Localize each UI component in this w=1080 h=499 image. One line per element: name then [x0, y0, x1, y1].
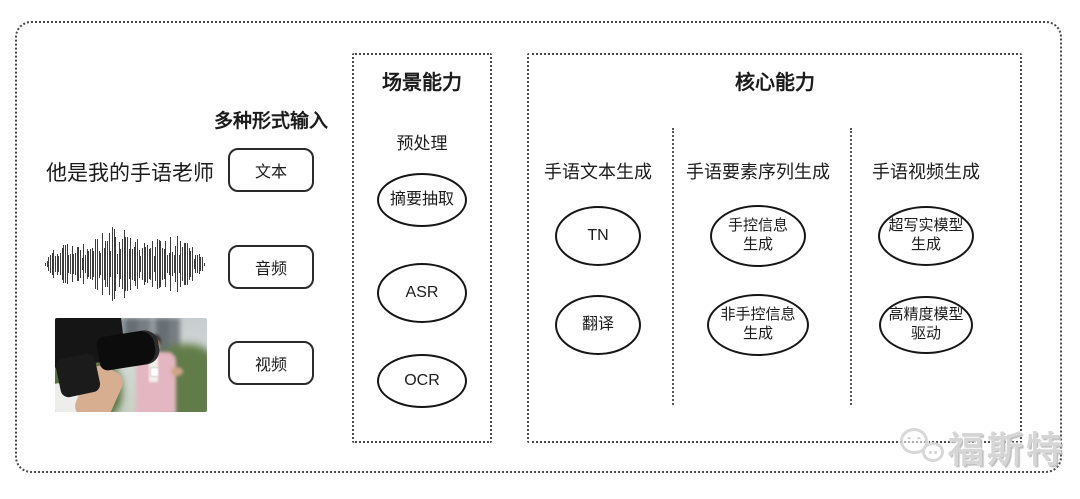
thumb-microphone	[150, 366, 159, 377]
column-divider-1	[672, 128, 674, 405]
node-hyperrealistic-model-generation: 超写实模型 生成	[878, 206, 974, 266]
video-thumbnail	[55, 318, 207, 412]
node-summary-extraction: 摘要抽取	[377, 173, 467, 227]
input-type-box-video: 视频	[228, 341, 314, 385]
node-tn: TN	[555, 206, 641, 266]
thumb-camera-grip	[55, 351, 102, 399]
watermark-logo-icon	[898, 424, 948, 470]
input-type-box-text: 文本	[228, 148, 314, 192]
node-asr: ASR	[377, 263, 467, 323]
column-heading-text-generation: 手语文本生成	[544, 162, 652, 182]
node-manual-info-generation: 手控信息 生成	[710, 205, 806, 267]
node-high-precision-model-driving: 高精度模型 驱动	[879, 296, 973, 354]
audio-waveform-icon	[45, 226, 207, 302]
column-heading-element-sequence-generation: 手语要素序列生成	[686, 162, 830, 182]
thumb-reporter-hand	[170, 366, 183, 376]
node-ocr: OCR	[377, 354, 467, 408]
column-divider-2	[850, 128, 852, 405]
scene-capability-title: 场景能力	[382, 72, 462, 94]
watermark: 福斯特	[898, 422, 1062, 472]
watermark-bubble-small	[922, 442, 944, 462]
input-section-heading: 多种形式输入	[213, 111, 329, 132]
sample-text-sentence: 他是我的手语老师	[46, 162, 214, 185]
node-non-manual-info-generation: 非手控信息 生成	[707, 294, 809, 356]
core-capability-title: 核心能力	[735, 72, 815, 94]
preprocessing-label: 预处理	[396, 134, 448, 153]
input-type-box-audio: 音频	[228, 245, 314, 289]
watermark-brand-text: 福斯特	[948, 429, 1066, 470]
column-heading-video-generation: 手语视频生成	[872, 162, 980, 182]
node-translation: 翻译	[555, 295, 641, 355]
